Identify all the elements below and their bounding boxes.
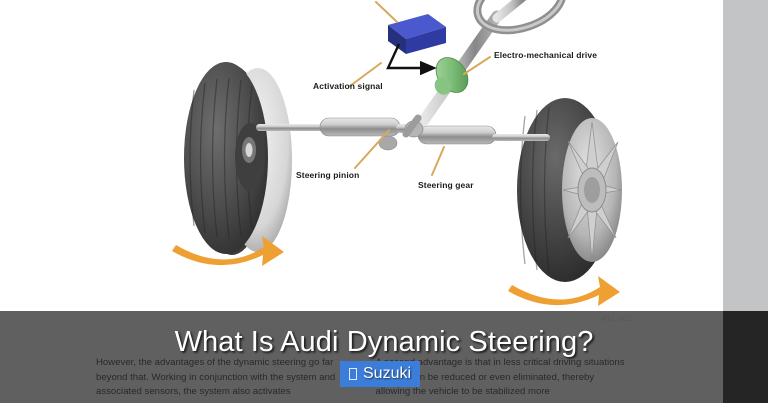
diagram-svg bbox=[172, 0, 622, 306]
steering-rack-assembly bbox=[256, 117, 550, 151]
suzuki-badge-label: Suzuki bbox=[363, 365, 412, 382]
diagram-figure-code: 402_002 bbox=[601, 314, 632, 323]
control-unit bbox=[388, 14, 446, 54]
diagram-label-electro-mechanical-drive: Electro-mechanical drive bbox=[494, 50, 598, 60]
diagram-label-activation-signal: Activation signal bbox=[313, 81, 383, 91]
electro-mechanical-actuator bbox=[434, 57, 469, 95]
activation-signal-arrow bbox=[386, 43, 437, 76]
title-overlay-scrim-right bbox=[723, 311, 768, 403]
page-title: What Is Audi Dynamic Steering? bbox=[174, 326, 594, 358]
right-wheel bbox=[517, 98, 622, 282]
suzuki-badge[interactable]: Suzuki bbox=[340, 361, 421, 387]
article-paragraph-left: However, the advantages of the dynamic s… bbox=[96, 357, 336, 397]
rotation-arrows bbox=[172, 236, 620, 306]
placeholder-box-icon bbox=[349, 368, 357, 380]
article-column-left: However, the advantages of the dynamic s… bbox=[96, 356, 348, 400]
diagram-label-steering-pinion: Steering pinion bbox=[296, 170, 360, 180]
label-leader-lines bbox=[349, 1, 491, 176]
steering-system-diagram: Activation signal Electro-mechanical dri… bbox=[172, 0, 632, 323]
left-wheel bbox=[184, 62, 292, 255]
diagram-label-steering-gear: Steering gear bbox=[418, 180, 474, 190]
steering-wheel bbox=[473, 0, 567, 35]
